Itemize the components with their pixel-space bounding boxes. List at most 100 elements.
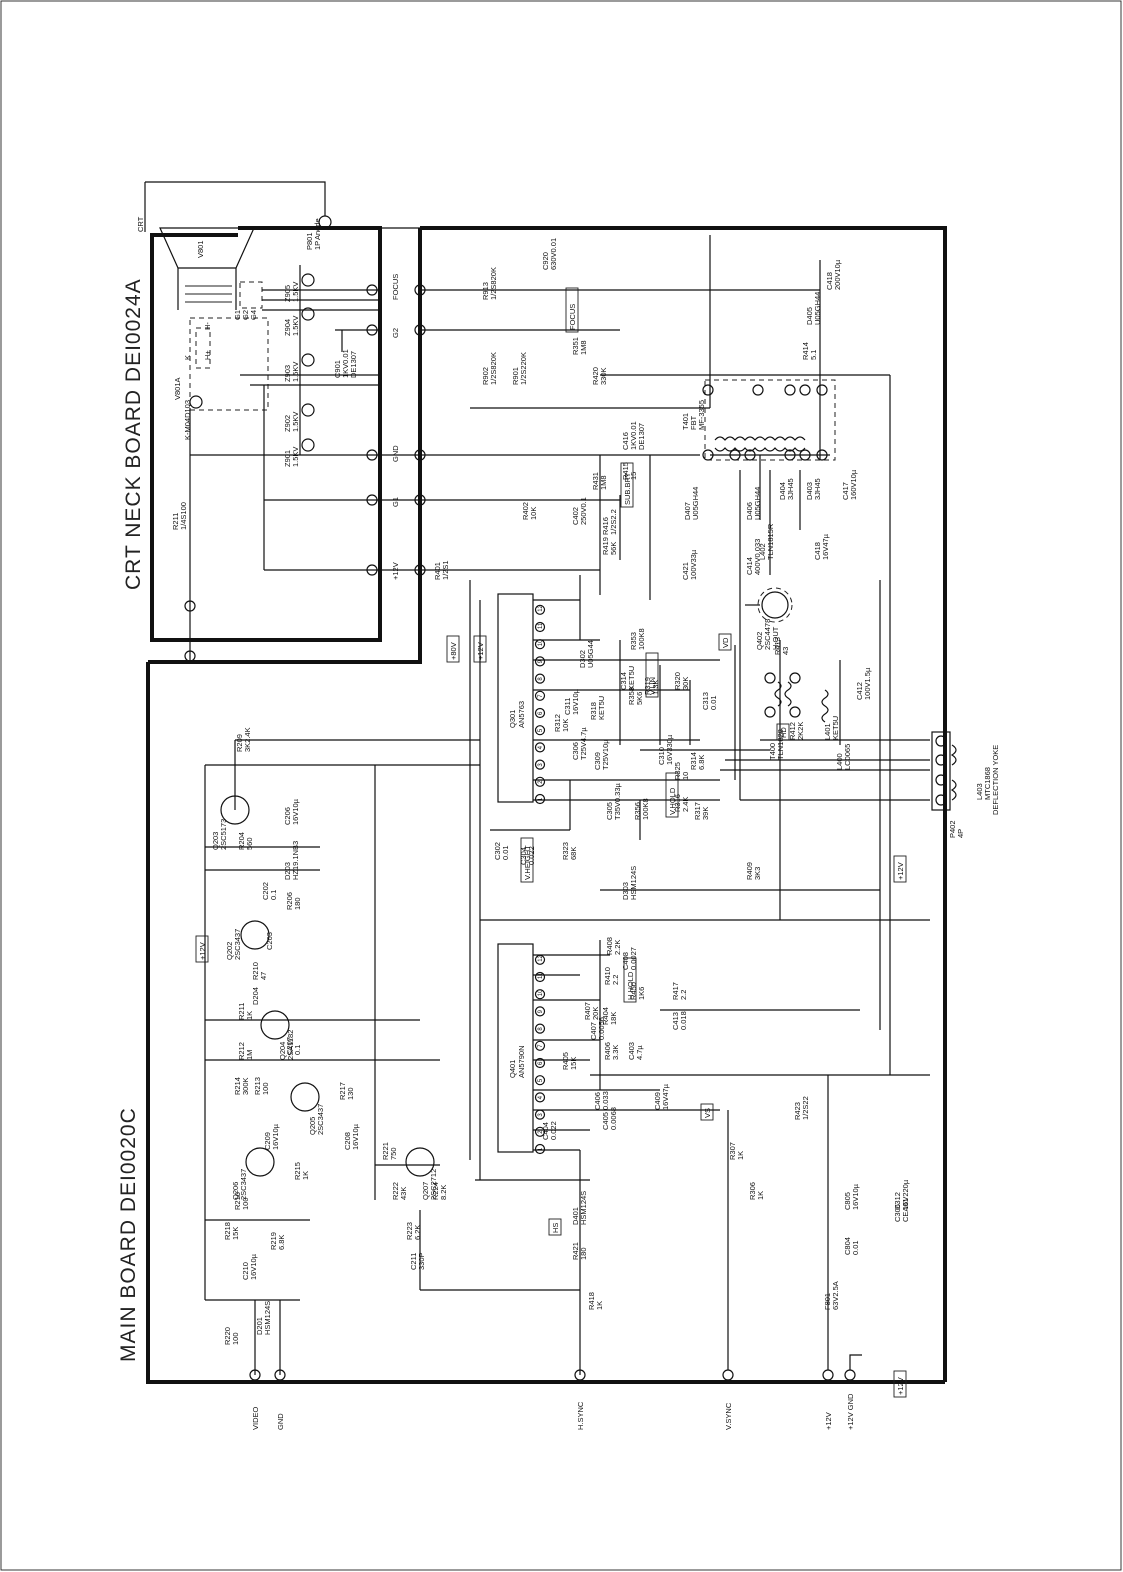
component-value: 160V10µ [849, 469, 858, 500]
component-value: 16V330µ [665, 734, 674, 765]
component-value: 330P [417, 1252, 426, 1270]
ic-pin [534, 1143, 546, 1155]
transformer-value: TLN1815R [766, 523, 775, 560]
transformer-value: TLN1828 [776, 729, 785, 760]
component-ref: R318 [589, 702, 598, 720]
yoke-coil: L403 [975, 783, 984, 800]
sync-label: HD [779, 727, 788, 738]
component-value: CEA01 [901, 1198, 910, 1222]
component-value: 180 [579, 1247, 588, 1260]
ic-ref: Q401 [508, 1060, 517, 1078]
ic-pin-label: 7 [538, 694, 544, 698]
component-ref: R323 [561, 842, 570, 860]
rail-label: +12V [198, 942, 207, 960]
ic-pin-label: 5 [538, 728, 544, 732]
component-ref: C417 [841, 482, 850, 500]
diode-ref: D403 [805, 482, 814, 500]
component-ref: R414 [801, 342, 810, 360]
component-value: 1M8 [599, 475, 608, 490]
component-value: 560 [245, 837, 254, 850]
transformer-value: KET5U [831, 716, 840, 740]
sync-label: VD [721, 637, 730, 648]
deflection-wiring [420, 235, 930, 1180]
diode-value: HSM124S [579, 1191, 588, 1225]
rail-tag [446, 635, 460, 663]
q402-transistor [745, 587, 793, 623]
ic-pin-label: 9 [538, 659, 544, 663]
component-ref: C404 [541, 1122, 550, 1140]
transistor-value: 2SC3437 [239, 1169, 248, 1200]
ic-pin-label: 6 [538, 1061, 544, 1065]
component-value: 16V10µ [851, 1183, 860, 1210]
component-value: 16V47µ [661, 1083, 670, 1110]
component-ref: C805 [843, 1192, 852, 1210]
connector-label: VIDEO [251, 1406, 260, 1430]
component-ref: R211 [237, 1003, 246, 1020]
component-ref: R216 [233, 1192, 242, 1210]
component-value: 1/2S22 [801, 1096, 810, 1120]
component-value: T25V10µ [601, 739, 610, 770]
yoke-connector [931, 731, 957, 811]
component-ref: C403 [627, 1042, 636, 1060]
component-value: 0.1 [293, 1045, 302, 1055]
ic-pin-label: 2 [538, 1130, 544, 1134]
component-ref: R320 [673, 672, 682, 690]
component-ref: R450 [629, 982, 638, 1000]
component-ref: C210 [241, 1262, 250, 1280]
component-value: 43 [781, 647, 790, 655]
rail-label: +12V [896, 1377, 905, 1395]
diode-value: U05GH44 [753, 487, 762, 520]
component-value: 1M [245, 1050, 254, 1060]
spark-gap-value: 1.5KV [291, 447, 300, 467]
component-value: 10K [529, 507, 538, 520]
component-value: 180 [293, 897, 302, 910]
connector-label: H.SYNC [576, 1401, 585, 1430]
component-value: 3K3 [753, 867, 762, 880]
transistor-value: 2SC2712 [429, 1169, 438, 1200]
component-ref: R406 [603, 1042, 612, 1060]
component-ref: R408 [605, 937, 614, 955]
component-ref: R325 [673, 762, 682, 780]
part-note: DE1307 [349, 351, 358, 378]
component-ref: R402 [521, 502, 530, 520]
diode-ref: D401 [571, 1207, 580, 1225]
component-value: 39K [701, 807, 710, 820]
diode-ref: D405 [805, 307, 814, 325]
component-value: 100 [261, 1082, 270, 1095]
component-value: 330K [599, 367, 608, 385]
component-ref: C409 [653, 1092, 662, 1110]
component-value: 100 [241, 1197, 250, 1210]
component-ref: R306 [748, 1182, 757, 1200]
component-value: 3K2.4K [243, 727, 252, 752]
ic-pin-label: 3 [538, 763, 544, 767]
rail-label: +80V [449, 642, 458, 660]
component-value: 100 [231, 1332, 240, 1345]
component-value: 1KV0.01 [629, 421, 638, 450]
transistor-ref: Q204 [278, 1042, 287, 1060]
crt-neck-board-outline [148, 226, 947, 1382]
component-ref: C207 [285, 1037, 294, 1055]
component-ref: R419 [601, 537, 610, 555]
transformer-ref: T401 [681, 413, 690, 430]
sync-tag [548, 1218, 562, 1236]
connector-label: +12V [824, 1412, 833, 1430]
transistor-value: 2SC4478 [763, 619, 772, 650]
diode-value: HZ19.1NB3 [291, 841, 300, 880]
transistor-ref: Q202 [225, 942, 234, 960]
transistor-ref: Q206 [231, 1182, 240, 1200]
neck-label: G1 [391, 497, 400, 507]
ic-pin-label: 1 [538, 1147, 544, 1151]
component-value: 2.2 [679, 990, 688, 1000]
control-label: V.HEIGHT [523, 845, 532, 880]
neck-board-wiring [189, 227, 420, 660]
component-ref: C407 [589, 1022, 598, 1040]
component-ref: C314 [619, 672, 628, 690]
component-value: 8.2K [439, 1185, 448, 1200]
ic-pin-label: 11 [538, 622, 544, 629]
ic-pin [534, 1075, 546, 1086]
transformer-ref: L402 [758, 543, 767, 560]
component-value: 0.01 [709, 695, 718, 710]
component-value: 16V220µ [901, 1179, 910, 1210]
ic-pin [534, 604, 546, 615]
component-value: 1K [595, 1301, 604, 1310]
